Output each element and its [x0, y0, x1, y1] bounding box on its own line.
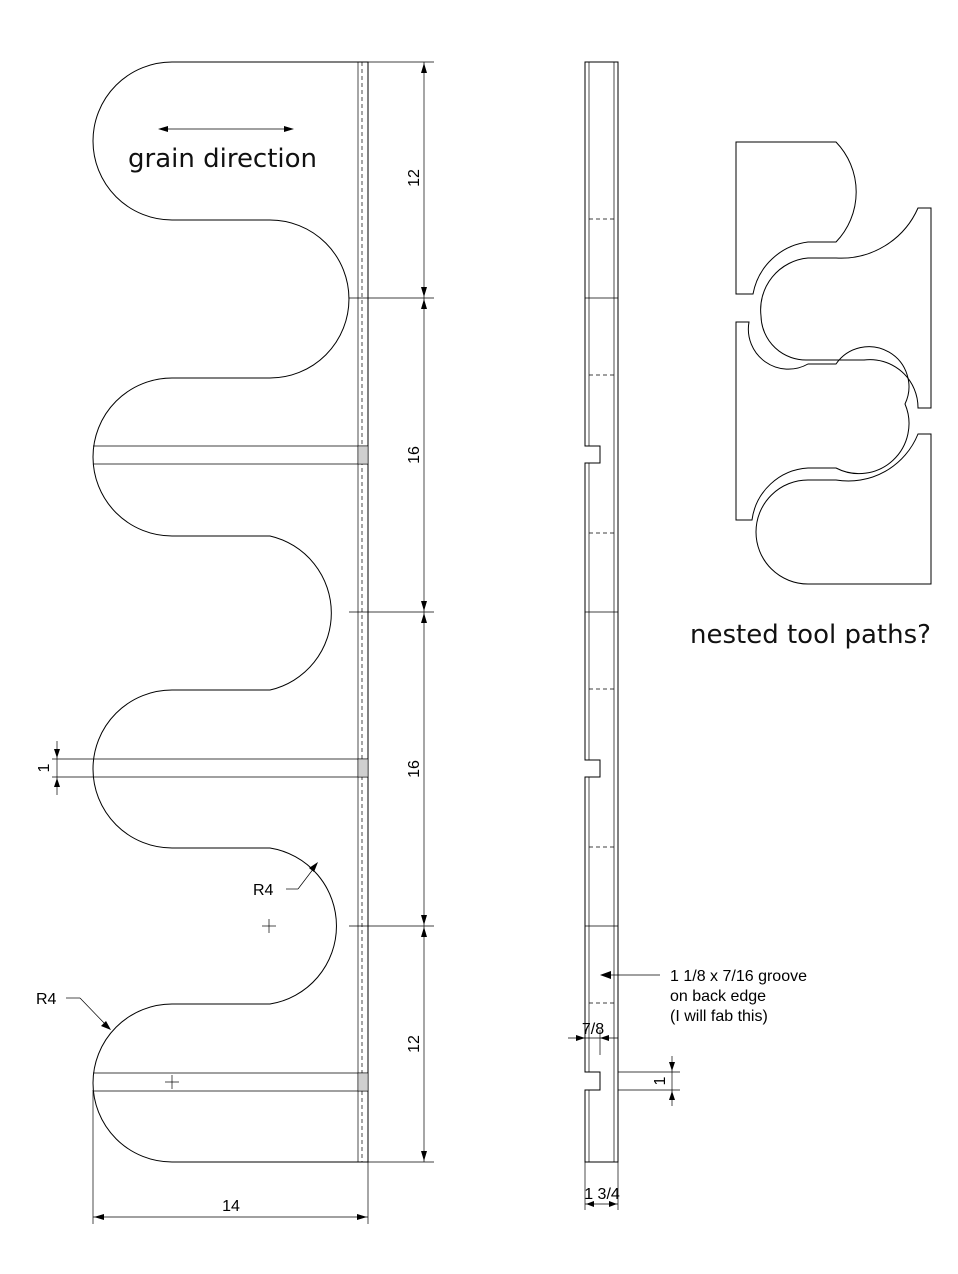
front-view: grain direction R4 R4 1 [36, 61, 434, 1224]
slot-3 [93, 1072, 369, 1092]
grain-label: grain direction [128, 144, 317, 174]
groove-note-line1: 1 1/8 x 7/16 groove [670, 968, 807, 985]
slot-height-label-right: 1 [652, 1076, 669, 1085]
thickness-dim: 1 3/4 [584, 1162, 620, 1210]
nested-piece-d [755, 433, 932, 585]
width-dim: 14 [92, 1090, 369, 1224]
groove-note-line2: on back edge [670, 988, 766, 1005]
side-view: 1 1/8 x 7/16 groove on back edge (I will… [568, 61, 807, 1210]
center-mark-1 [262, 919, 276, 933]
height-dim-chain: 12 16 16 12 [368, 61, 434, 1163]
nested-tool-paths: nested tool paths? [690, 141, 932, 650]
slot-1 [93, 445, 369, 465]
thickness-label: 1 3/4 [584, 1186, 620, 1203]
radius-label-1: R4 [253, 882, 274, 899]
width-label: 14 [222, 1198, 240, 1215]
rack-outline [92, 61, 369, 1163]
slot-height-label-left: 1 [36, 763, 53, 772]
grain-arrow [158, 126, 294, 132]
slot-height-dim-right: 1 [618, 1056, 680, 1106]
nested-piece-b [735, 321, 910, 521]
radius-label-2: R4 [36, 991, 57, 1008]
groove-depth-dim: 7/8 [568, 1021, 618, 1055]
radius-callout-2: R4 [36, 991, 111, 1030]
dim-16-a: 16 [406, 446, 423, 464]
dim-12-bottom: 12 [406, 1035, 423, 1053]
side-outline [584, 61, 619, 1163]
radius-callout-1: R4 [253, 862, 318, 899]
nested-piece-a [735, 141, 857, 295]
dim-12-top: 12 [406, 169, 423, 187]
center-mark-2 [165, 1075, 179, 1089]
slot-height-dim-left: 1 [36, 741, 93, 795]
groove-callout: 1 1/8 x 7/16 groove on back edge (I will… [600, 968, 807, 1025]
dim-16-b: 16 [406, 760, 423, 778]
groove-depth-label: 7/8 [582, 1021, 604, 1038]
nested-label: nested tool paths? [690, 620, 931, 650]
groove-note-line3: (I will fab this) [670, 1008, 768, 1025]
nested-piece-c [760, 207, 932, 409]
slot-2 [93, 758, 369, 778]
